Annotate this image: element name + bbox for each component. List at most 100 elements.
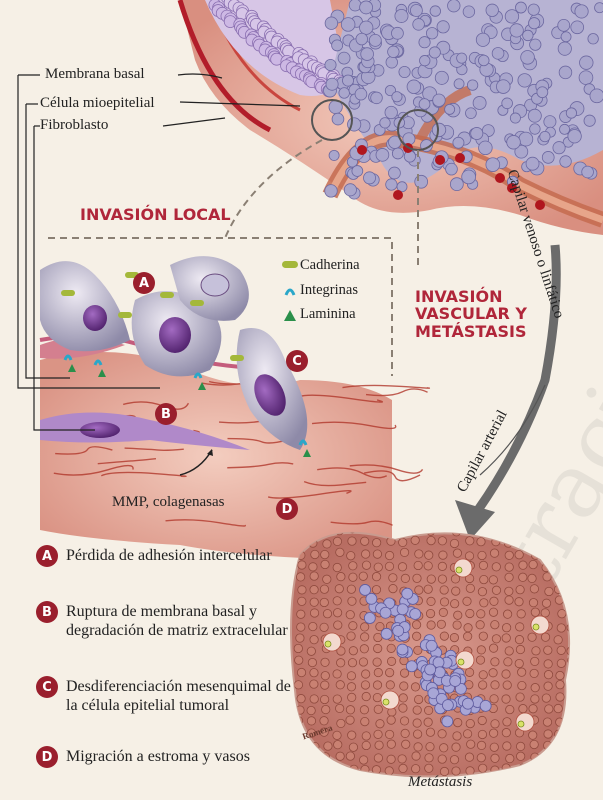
tissue-cell: [437, 536, 447, 546]
tissue-cell: [476, 740, 487, 750]
metastatic-cell: [363, 612, 376, 624]
tumor-cell: [328, 149, 340, 161]
tissue-cell: [514, 658, 524, 669]
tissue-cell: [319, 622, 329, 632]
legend-text: Ruptura de membrana basal y degradación …: [66, 603, 288, 640]
tissue-cell: [477, 550, 487, 561]
tumor-cell: [340, 17, 356, 32]
tissue-cell: [437, 561, 447, 571]
tissue-cell: [332, 669, 342, 679]
tissue-cell: [501, 694, 511, 704]
tissue-cell: [451, 586, 461, 596]
tissue-cell: [543, 670, 554, 680]
tissue-cell: [346, 551, 356, 561]
tissue-cell: [529, 766, 539, 776]
tumor-cell: [518, 131, 534, 147]
tissue-cell: [388, 573, 398, 583]
flow-arrow-head: [455, 500, 495, 540]
metastatic-cell: [462, 697, 474, 710]
tissue-cell: [528, 704, 538, 714]
collagen-fiber: [303, 480, 367, 487]
tumor-cell: [337, 51, 351, 65]
fibroblast-nucleus: [80, 422, 120, 438]
tissue-cell: [478, 631, 488, 641]
tissue-cell: [465, 583, 475, 593]
tumor-cell: [355, 32, 368, 46]
tissue-cell: [568, 680, 570, 690]
tissue-cell: [503, 657, 513, 667]
tissue-cell: [398, 693, 408, 703]
tissue-cell: [557, 609, 567, 619]
tissue-cell: [297, 585, 307, 595]
tissue-cell: [490, 657, 500, 667]
tissue-cell: [439, 766, 450, 777]
collagen-fiber: [365, 388, 428, 397]
tumor-cell: [456, 52, 468, 64]
tissue-cell: [400, 573, 410, 583]
tissue-cell: [296, 694, 306, 704]
tissue-cell: [411, 764, 421, 774]
tissue-cell: [516, 741, 526, 752]
tumor-cell: [391, 91, 403, 103]
tumor-cell: [522, 29, 534, 42]
red-blood-cell: [495, 173, 505, 183]
tissue-cell: [413, 560, 423, 571]
tissue-cell: [425, 727, 436, 737]
tissue-cell: [477, 729, 488, 740]
mitotic-nucleus: [200, 273, 230, 297]
tissue-cell: [360, 778, 368, 786]
tumor-cell: [360, 47, 374, 61]
tissue-cell: [372, 549, 383, 559]
tissue-cell: [334, 584, 344, 594]
tissue-cell: [332, 694, 342, 704]
tissue-cell: [371, 585, 382, 595]
tissue-cell: [372, 538, 382, 548]
tissue-cell: [544, 704, 554, 714]
tissue-cell: [515, 622, 525, 632]
tissue-cell: [515, 585, 525, 595]
tissue-cell: [570, 706, 578, 714]
tissue-cell: [360, 536, 370, 546]
tissue-cell: [540, 608, 550, 618]
red-blood-cell: [455, 153, 465, 163]
red-blood-cells: [357, 143, 545, 210]
tissue-cell: [478, 670, 488, 680]
tissue-cell: [348, 646, 358, 656]
tumor-cell: [409, 4, 423, 17]
tissue-cell: [411, 620, 422, 630]
tissue-cell: [554, 763, 564, 773]
tissue-cell: [310, 742, 320, 752]
tissue-cell: [412, 705, 422, 715]
tissue-cell: [529, 584, 540, 594]
duct-cells: [208, 0, 348, 98]
tissue-cell: [386, 715, 396, 725]
tissue-cell: [449, 538, 460, 549]
tissue-cell: [542, 572, 552, 582]
tissue-cell: [426, 596, 436, 606]
tissue-cell: [373, 562, 383, 572]
tumor-cell: [525, 156, 540, 171]
collagen-fiber: [311, 421, 397, 430]
tissue-cell: [309, 608, 320, 618]
metastatic-cell: [425, 639, 438, 652]
tumor-cell: [485, 3, 499, 17]
tissue-cell: [346, 671, 357, 681]
collagen-fiber: [330, 520, 393, 526]
tumor-cell: [325, 77, 339, 91]
tumor-cell: [579, 55, 594, 70]
tumor-cell: [509, 112, 521, 124]
tissue-cell: [437, 729, 447, 739]
tumor-cell: [406, 79, 422, 94]
tumor-cell: [461, 169, 476, 185]
tissue-cell: [306, 728, 317, 738]
label-pointers: [17, 73, 301, 431]
tumor-cell: [594, 2, 603, 14]
tissue-cell: [426, 574, 436, 584]
tissue-cell: [530, 656, 540, 667]
tissue-cell: [373, 667, 383, 678]
tissue-cell: [502, 717, 512, 727]
tumor-cell: [428, 46, 441, 59]
label-celula-mioepitelial: Célula mioepitelial: [40, 95, 155, 111]
tissue-cell: [306, 705, 316, 716]
tissue-cell: [385, 778, 393, 786]
